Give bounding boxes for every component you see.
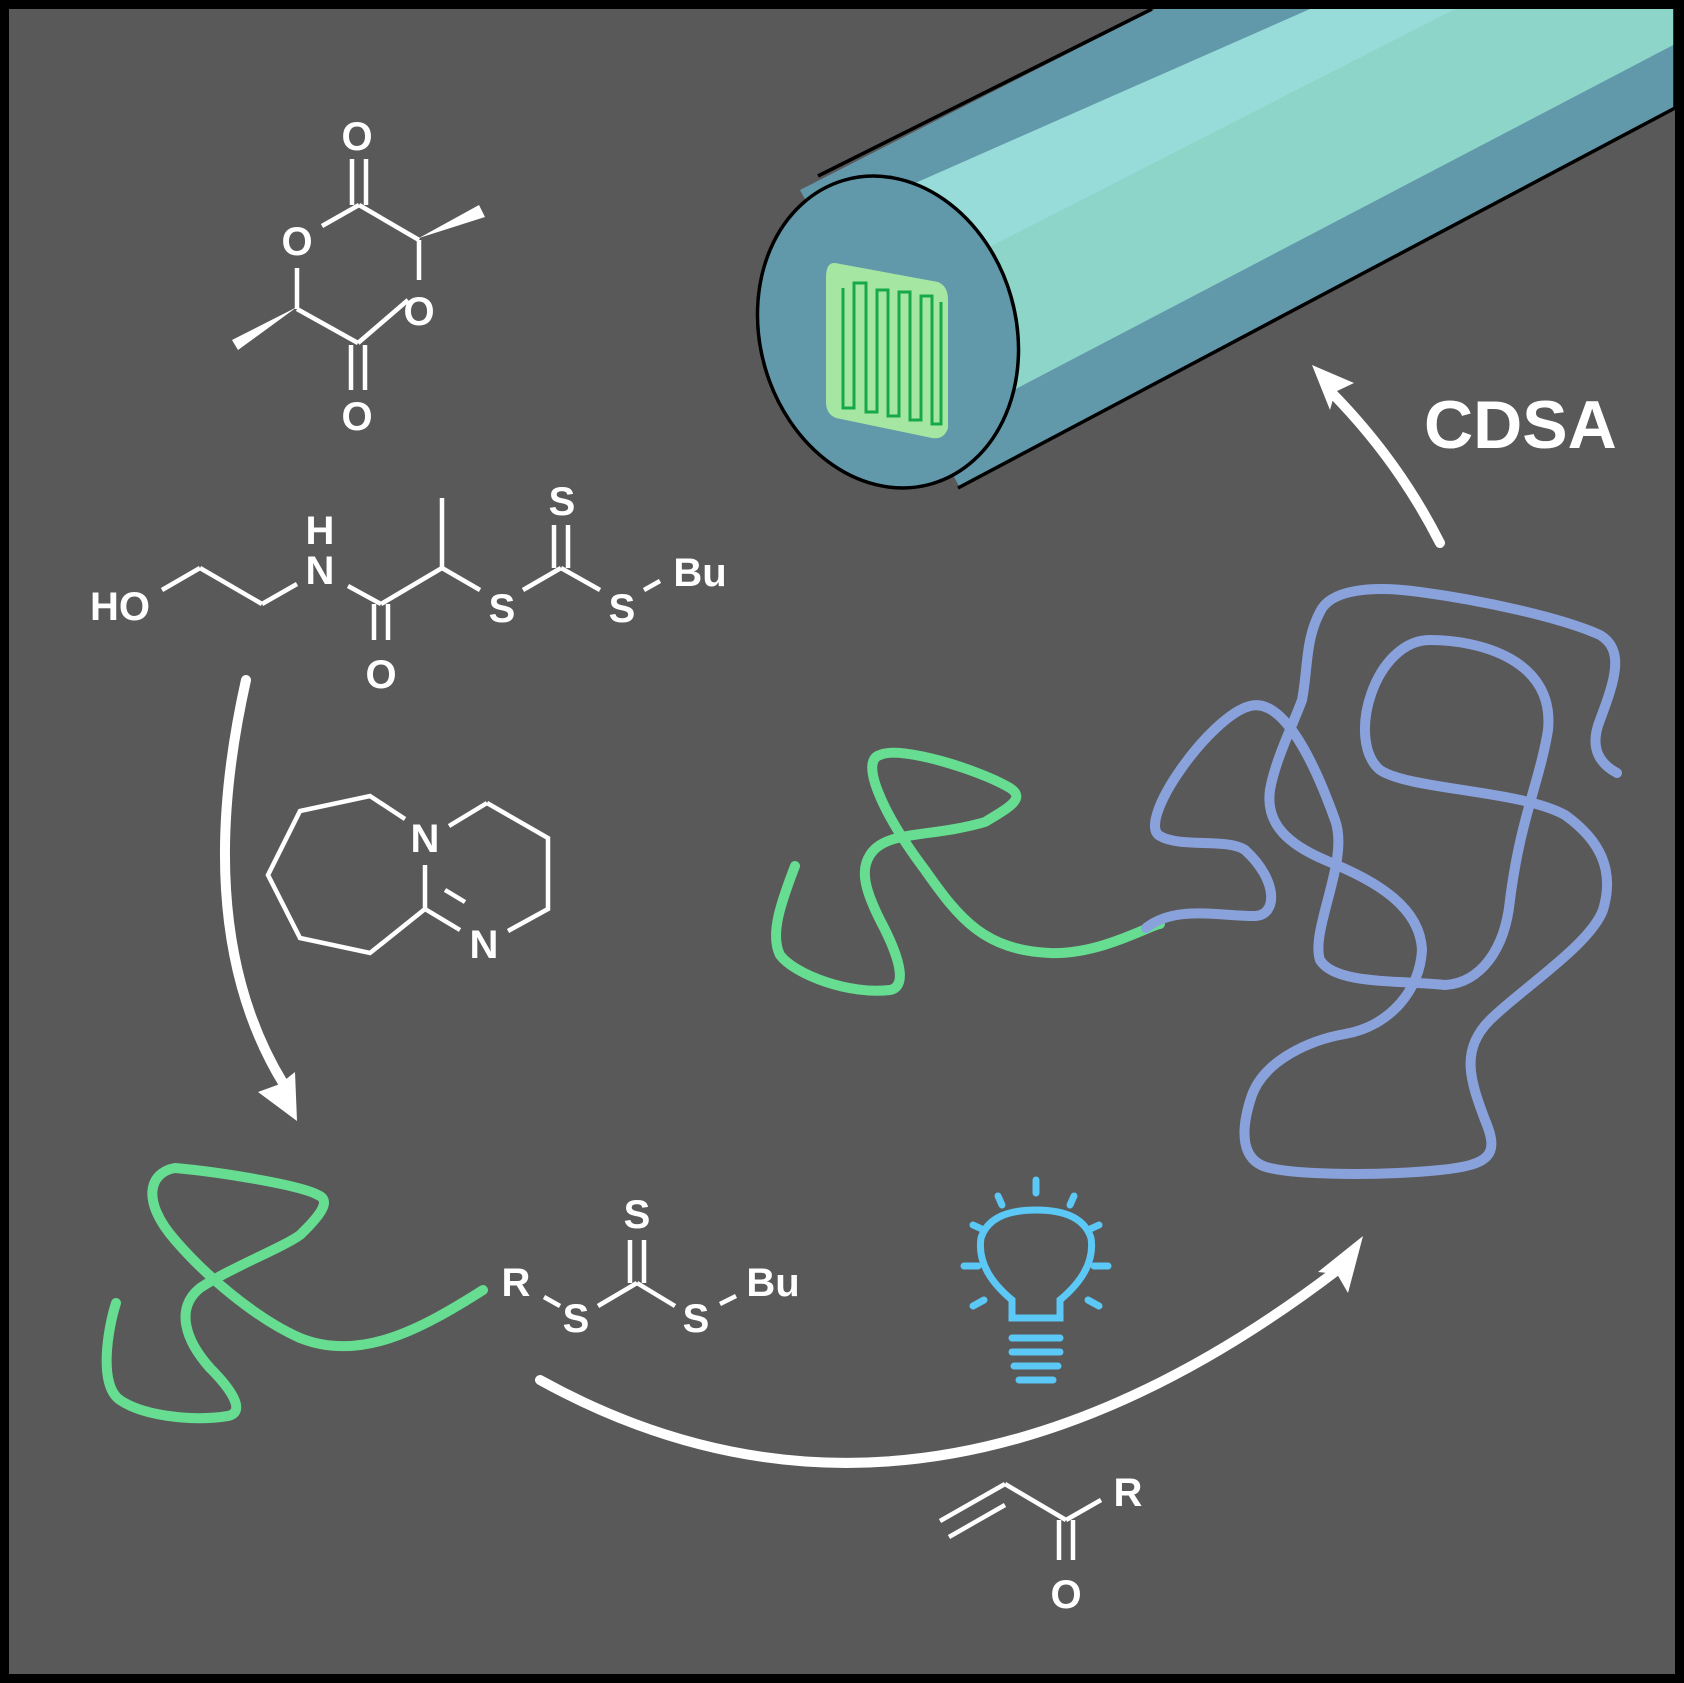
- lactide-structure: O O O O: [232, 115, 485, 439]
- dbu-n2: N: [470, 923, 499, 967]
- light-bulb-icon: [960, 1176, 1112, 1384]
- cdsa-label: CDSA: [1424, 387, 1617, 463]
- polymerization-arrow: [535, 1236, 1363, 1468]
- folded-chain-pattern: [841, 281, 943, 426]
- pla-block: [770, 747, 1165, 996]
- cylinder-band: [910, 9, 1675, 420]
- macro-cta-s1: S: [563, 1297, 590, 1341]
- cylinder-edge-top: [817, 7, 1153, 178]
- lactide-o-top: O: [341, 115, 372, 159]
- cta-s1: S: [489, 587, 516, 631]
- dbu-n1: N: [411, 817, 440, 861]
- cta-o-amide: O: [365, 653, 396, 697]
- pla-chain: [101, 1163, 488, 1424]
- cta-bu: Bu: [673, 551, 726, 595]
- lactide-o-bottom: O: [341, 395, 372, 439]
- macro-cta-r: R: [502, 1261, 531, 1305]
- acrylate-structure: R O: [938, 1471, 1143, 1617]
- macro-cta-end-group: R S S S Bu: [502, 1193, 800, 1341]
- cta-s-thione: S: [549, 480, 576, 524]
- rop-arrow: [219, 675, 297, 1121]
- cta-s2: S: [609, 587, 636, 631]
- dbu-structure: N N: [265, 793, 551, 967]
- cta-h: H: [306, 509, 335, 553]
- acrylate-r: R: [1114, 1471, 1143, 1515]
- cta-ho: HO: [90, 585, 150, 629]
- macro-cta-s-thione: S: [624, 1193, 651, 1237]
- lactide-o-ring-left: O: [281, 220, 312, 264]
- cta-structure: S H N HO O S S Bu: [90, 480, 727, 697]
- cdsa-arrow: [1312, 365, 1445, 548]
- macro-cta-s2: S: [683, 1297, 710, 1341]
- polyacrylate-block: [1141, 584, 1622, 1179]
- cta-n: N: [306, 549, 335, 593]
- cylinder-micelle: [755, 7, 1677, 490]
- lactide-o-ring-right: O: [403, 290, 434, 334]
- cylinder-edge-bottom: [957, 106, 1676, 490]
- macro-cta-bu: Bu: [746, 1261, 799, 1305]
- acrylate-o: O: [1050, 1573, 1081, 1617]
